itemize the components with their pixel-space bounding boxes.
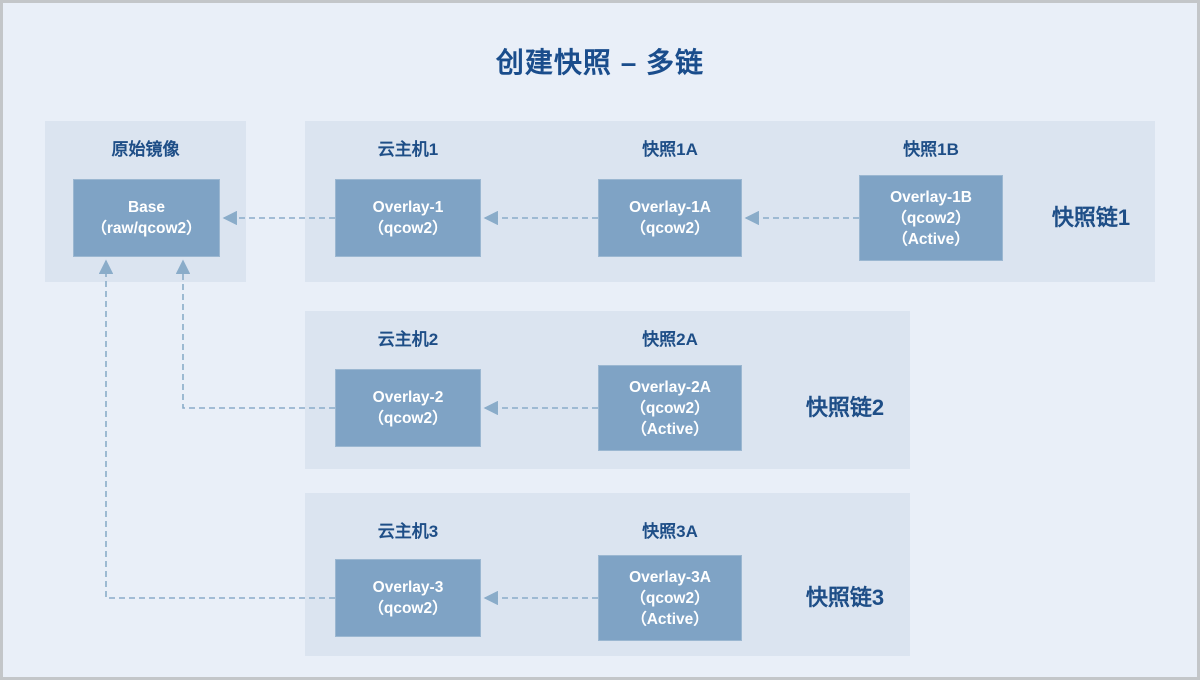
node-overlay-1b: Overlay-1B （qcow2） （Active） xyxy=(859,175,1003,261)
node-line1: Overlay-3A xyxy=(629,568,711,586)
node-line3: （Active） xyxy=(631,610,709,628)
node-line2: （qcow2） xyxy=(368,220,448,237)
node-base: Base （raw/qcow2） xyxy=(73,179,220,257)
node-label-vm1: 云主机1 xyxy=(377,140,439,159)
node-line3: （Active） xyxy=(631,420,709,438)
node-label-snap3a: 快照3A xyxy=(642,522,698,541)
chain-label-1: 快照链1 xyxy=(1051,205,1131,230)
node-base-line1: Base xyxy=(127,199,166,216)
node-line1: Overlay-1A xyxy=(629,199,711,216)
node-line3: （Active） xyxy=(892,230,970,248)
node-label-snap1a: 快照1A xyxy=(642,140,698,159)
chain-label-2: 快照链2 xyxy=(805,395,885,420)
diagram-title: 创建快照 – 多链 xyxy=(495,47,705,78)
node-overlay-1a: Overlay-1A （qcow2） xyxy=(598,179,742,257)
node-label-vm2: 云主机2 xyxy=(377,330,439,349)
node-line2: （qcow2） xyxy=(630,220,710,237)
node-line1: Overlay-1 xyxy=(372,199,444,216)
arrow-overlay3-to-base xyxy=(98,259,335,599)
node-overlay-1: Overlay-1 （qcow2） xyxy=(335,179,481,257)
node-line2: （qcow2） xyxy=(630,589,710,607)
node-line2: （qcow2） xyxy=(368,600,448,617)
node-overlay-3a: Overlay-3A （qcow2） （Active） xyxy=(598,555,742,641)
chain-label-3: 快照链3 xyxy=(805,585,885,610)
node-label-snap2a: 快照2A xyxy=(642,330,698,349)
base-panel-label: 原始镜像 xyxy=(111,140,180,159)
node-base-line2: （raw/qcow2） xyxy=(91,220,202,237)
node-label-vm3: 云主机3 xyxy=(377,522,439,541)
node-line1: Overlay-3 xyxy=(372,579,444,596)
node-line1: Overlay-2 xyxy=(372,389,444,406)
node-line2: （qcow2） xyxy=(368,410,448,427)
node-line2: （qcow2） xyxy=(891,209,971,227)
node-line2: （qcow2） xyxy=(630,399,710,417)
node-line1: Overlay-2A xyxy=(629,378,711,396)
node-overlay-3: Overlay-3 （qcow2） xyxy=(335,559,481,637)
node-overlay-2: Overlay-2 （qcow2） xyxy=(335,369,481,447)
node-overlay-2a: Overlay-2A （qcow2） （Active） xyxy=(598,365,742,451)
node-label-snap1b: 快照1B xyxy=(903,140,959,159)
node-line1: Overlay-1B xyxy=(890,188,972,206)
